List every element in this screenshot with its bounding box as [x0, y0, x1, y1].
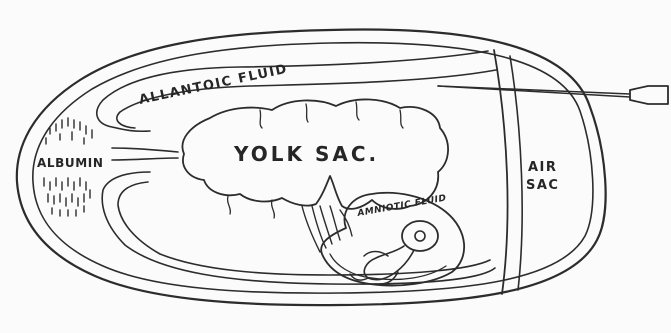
- label-air-sac-1: AIR: [528, 160, 557, 175]
- label-yolk-sac: YOLK SAC.: [233, 142, 379, 166]
- label-air-sac-2: SAC: [526, 178, 559, 193]
- label-albumin: ALBUMIN: [37, 156, 103, 170]
